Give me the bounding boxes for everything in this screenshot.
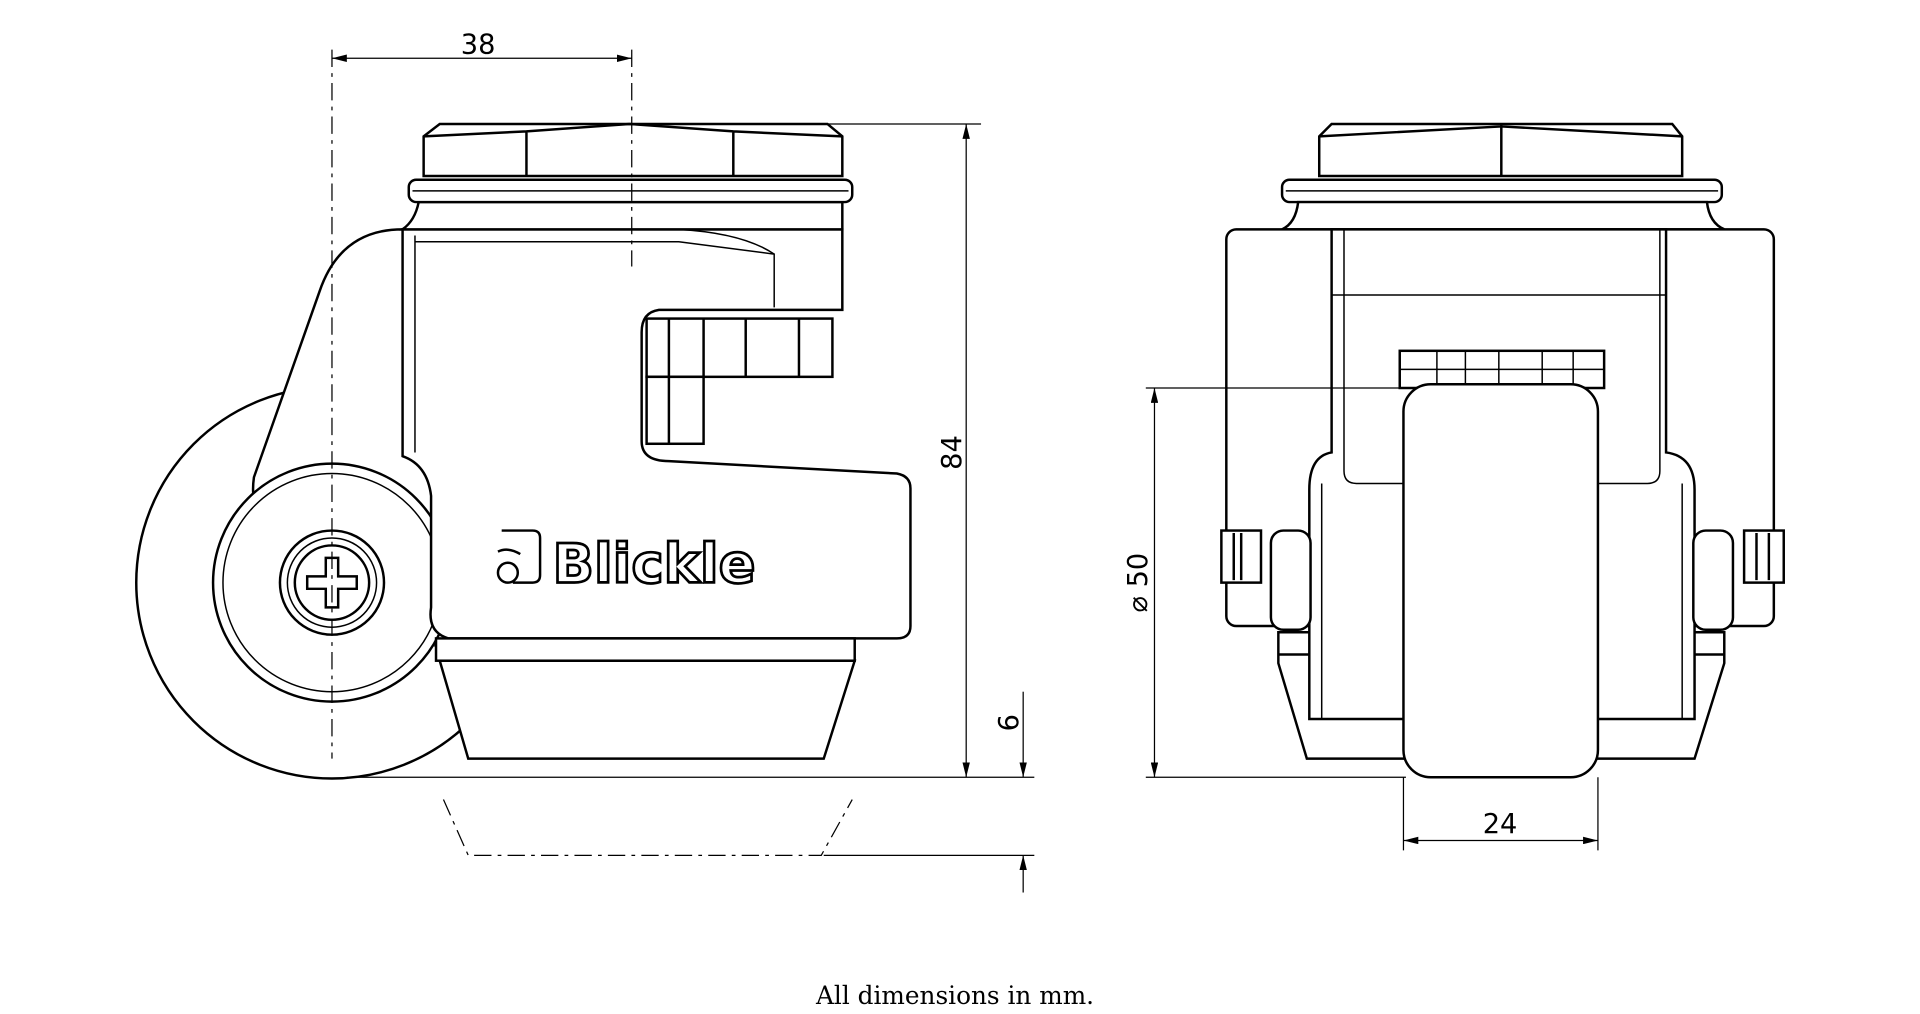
thread-nut-faces xyxy=(667,318,801,377)
blickle-logo: Blickle xyxy=(496,529,757,597)
bolt-right xyxy=(1692,529,1735,631)
thread-stem xyxy=(645,375,705,446)
foot-phantom xyxy=(442,799,853,856)
front-bracket-lines xyxy=(1399,350,1605,388)
front-view: ⌀ 50 24 xyxy=(1123,122,1785,851)
dim-24-label: 24 xyxy=(1483,809,1518,840)
dim-6-label: 6 xyxy=(994,714,1025,731)
foot-band xyxy=(434,637,856,662)
dim-84-label: 84 xyxy=(937,435,968,470)
front-wheel xyxy=(1402,383,1600,779)
front-neck xyxy=(1281,200,1725,231)
housing-body xyxy=(401,228,912,640)
front-hex-edges xyxy=(1319,123,1683,177)
bolt-nut-right xyxy=(1742,529,1785,584)
hex-edges xyxy=(423,122,843,177)
logo-mark xyxy=(501,529,542,584)
body-inner-edge xyxy=(414,240,775,308)
neck xyxy=(398,200,844,231)
bolt-left xyxy=(1269,529,1312,631)
dim-38-label: 38 xyxy=(461,29,496,60)
hex-nut xyxy=(422,122,844,178)
leveling-foot xyxy=(438,659,857,760)
phillips-cross-icon xyxy=(305,556,358,609)
bolt-nut-faces xyxy=(1232,533,1771,581)
brand-logo: Blickle xyxy=(552,532,755,596)
logo-mark-arc xyxy=(497,548,521,556)
dim-50-label: ⌀ 50 xyxy=(1123,553,1154,613)
side-view: Blickle 38 84 6 xyxy=(135,29,1035,893)
units-caption: All dimensions in mm. xyxy=(815,981,1094,1010)
logo-mark-wheel xyxy=(496,561,520,584)
thread-nut xyxy=(645,317,834,379)
